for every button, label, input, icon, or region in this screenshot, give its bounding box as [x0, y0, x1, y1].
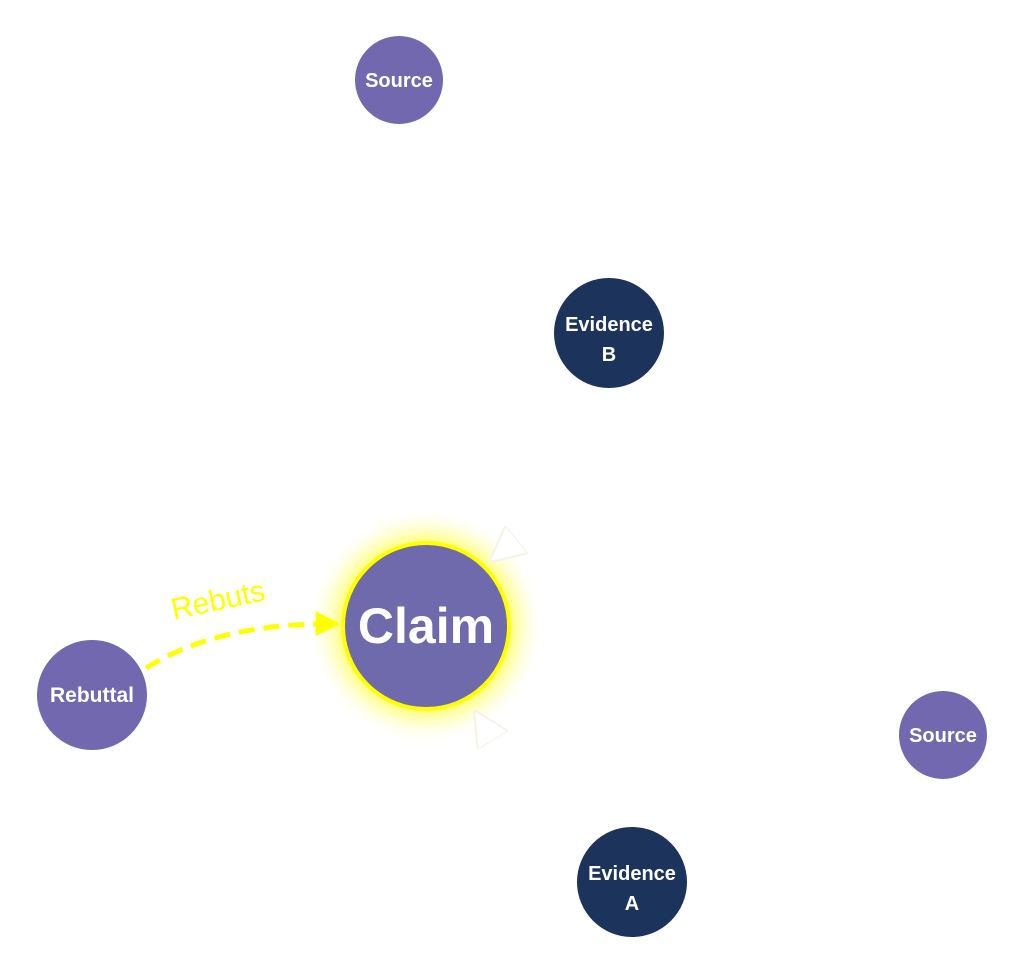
svg-text:Rebuttal: Rebuttal	[50, 684, 134, 707]
svg-text:Evidence: Evidence	[588, 863, 676, 885]
node-source-right[interactable]: Source	[899, 691, 987, 779]
edge-evidence-a-to-claim	[476, 713, 505, 762]
node-claim[interactable]: Claim	[341, 541, 511, 711]
svg-text:A: A	[625, 893, 639, 915]
svg-text:Evidence: Evidence	[565, 314, 653, 336]
node-evidence-b[interactable]: Evidence B	[554, 278, 664, 388]
node-source-top[interactable]: Source	[355, 36, 443, 124]
svg-text:Source: Source	[365, 70, 433, 92]
edge-label-rebuts: Rebuts	[168, 574, 268, 626]
svg-text:Source: Source	[909, 725, 977, 747]
svg-text:Claim: Claim	[358, 598, 494, 654]
edge-evidence-b-to-claim	[492, 517, 542, 560]
svg-text:B: B	[602, 344, 616, 366]
node-rebuttal[interactable]: Rebuttal	[37, 640, 147, 750]
node-evidence-a[interactable]: Evidence A	[577, 827, 687, 937]
